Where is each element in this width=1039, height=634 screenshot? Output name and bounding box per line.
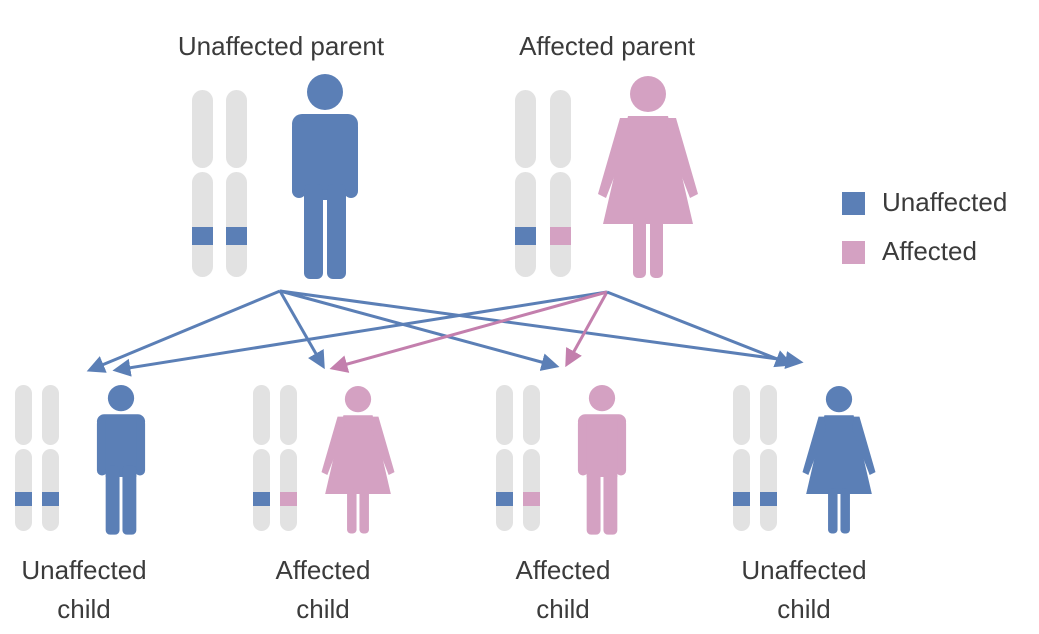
child-4-chromosome-2-allele-unaffected [760,492,777,506]
child-1-chromosome-2-allele-unaffected [42,492,59,506]
parent-1-chromosome-2-allele-unaffected [226,227,247,245]
child-label-3-line1: Affected [515,555,611,585]
legend-swatch-affected [842,241,865,264]
child-3-chromosome-2-allele-affected [523,492,540,506]
child-2-chromosome-1-allele-unaffected [253,492,270,506]
arrow-affected-parent-to-child-2 [329,290,608,373]
child-3-chromosome-1 [496,385,513,531]
parent-2-chromosome-1 [515,90,536,277]
child-2-chromosome-2-allele-affected [280,492,297,506]
child-1-chromosome-1 [15,385,32,531]
child-label-1-line2: child [57,594,111,624]
parent-1-chromosome-2 [226,90,247,277]
child-3-chromosome-1-allele-unaffected [496,492,513,506]
parent-1 [192,74,358,279]
legend-label-affected: Affected [882,236,977,266]
child-1 [15,385,146,535]
child-4-chromosome-1 [733,385,750,531]
arrow-unaffected-parent-to-child-2 [278,290,325,370]
child-2-chromosome-1 [253,385,270,531]
inheritance-arrows [86,289,804,377]
child-3-figure [577,385,627,535]
child-2-chromosome-2 [280,385,297,531]
child-label-4: Unaffected child [694,551,914,629]
child-label-2-line1: Affected [275,555,371,585]
parent-2-figure [598,76,698,278]
child-label-4-line1: Unaffected [741,555,867,585]
child-label-1: Unaffected child [0,551,194,629]
parent-label-affected: Affected parent [519,31,695,61]
child-4-chromosome-1-allele-unaffected [733,492,750,506]
child-label-1-line1: Unaffected [21,555,147,585]
child-label-3-line2: child [536,594,590,624]
parent-1-chromosome-1-allele-unaffected [192,227,213,245]
child-2-figure [321,386,395,534]
parent-label-unaffected: Unaffected parent [177,31,385,61]
child-label-2-line2: child [296,594,350,624]
child-3 [496,385,627,535]
child-4-figure [802,386,876,534]
arrow-affected-parent-to-child-1 [112,290,608,377]
child-4 [733,385,876,534]
legend [842,192,865,264]
child-4-chromosome-2 [760,385,777,531]
child-3-chromosome-2 [523,385,540,531]
child-1-figure [96,385,146,535]
child-1-chromosome-1-allele-unaffected [15,492,32,506]
parent-2-chromosome-2-allele-affected [550,227,571,245]
arrow-unaffected-parent-to-child-3 [279,289,560,371]
child-2 [253,385,395,534]
parent-2-chromosome-2 [550,90,571,277]
arrow-affected-parent-to-child-3 [565,291,609,368]
legend-label-unaffected: Unaffected [882,187,1008,217]
parent-1-figure [292,74,358,279]
arrow-affected-parent-to-child-4 [606,290,794,368]
child-label-3: Affected child [453,551,673,629]
legend-swatch-unaffected [842,192,865,215]
child-label-2: Affected child [213,551,433,629]
child-1-chromosome-2 [42,385,59,531]
parent-2-chromosome-1-allele-unaffected [515,227,536,245]
arrow-unaffected-parent-to-child-1 [86,289,281,373]
parent-2 [515,76,698,278]
child-label-4-line2: child [777,594,831,624]
parent-1-chromosome-1 [192,90,213,277]
arrow-unaffected-parent-to-child-4 [279,289,804,369]
